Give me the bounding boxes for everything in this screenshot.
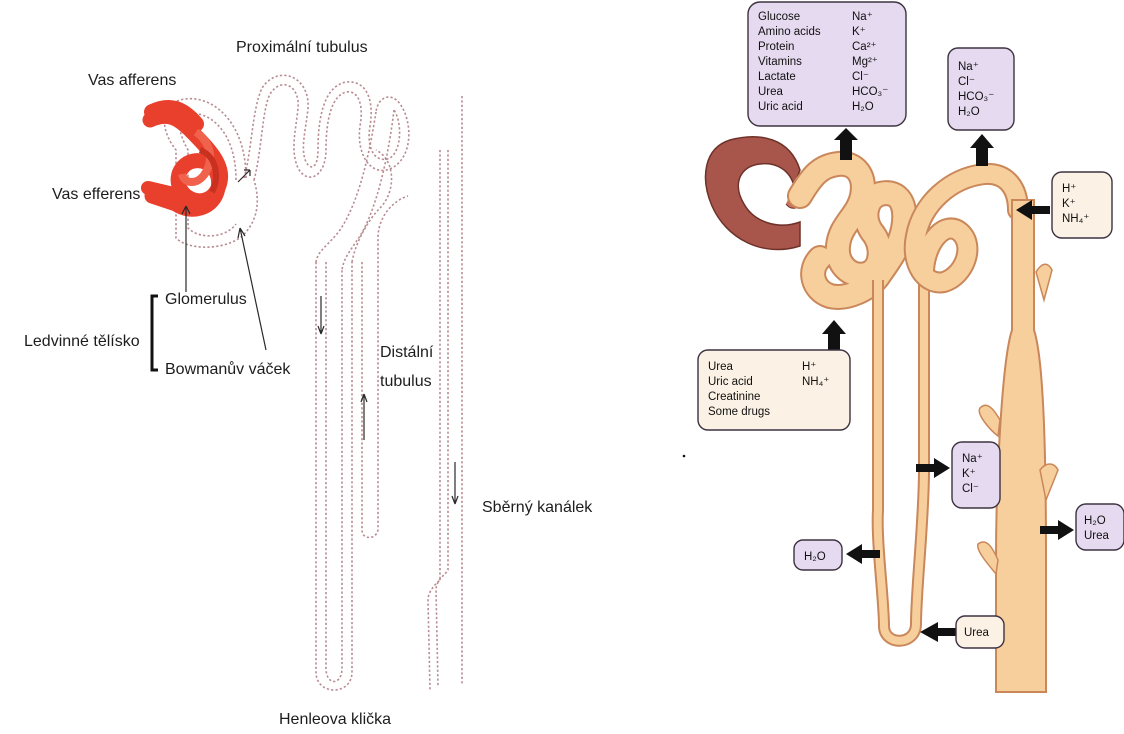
bowman-capsule [706, 137, 800, 250]
stray-dot [683, 455, 686, 458]
bd-3: H₂O [958, 106, 980, 118]
distal-tubule [352, 150, 392, 262]
bsr-2: NH₄⁺ [1062, 213, 1089, 225]
bsr-1: K⁺ [1062, 198, 1076, 210]
label-glomerulus: Glomerulus [165, 291, 247, 308]
proximal-to-henle [316, 112, 376, 262]
glomerulus-vessel [148, 108, 221, 209]
ba-0: Na⁺ [962, 453, 983, 465]
flow-arrow-capsule [238, 170, 250, 182]
flow-arrow-collecting [452, 462, 458, 504]
bp-c1-2: Protein [758, 41, 794, 53]
bp-c1-5: Urea [758, 86, 784, 98]
box-ascending-limb: Na⁺ K⁺ Cl⁻ [952, 442, 1000, 508]
bp-c2-5: HCO₃⁻ [852, 86, 888, 98]
bsl-c2-1: NH₄⁺ [802, 376, 829, 388]
box-loop-urea: Urea [956, 616, 1004, 648]
proximal-tubule-inner [244, 75, 400, 178]
bc-1: Urea [1084, 530, 1110, 542]
ba-1: K⁺ [962, 468, 976, 480]
bp-c2-4: Cl⁻ [852, 71, 869, 83]
box-proximal-reabsorption: Glucose Amino acids Protein Vitamins Lac… [748, 2, 906, 126]
label-vas-afferens: Vas afferens [88, 72, 176, 89]
proximal-tubule-outer [254, 85, 409, 180]
label-henle: Henleova klička [279, 711, 391, 728]
bsl-c1-0: Urea [708, 361, 734, 373]
bc-0: H₂O [1084, 515, 1106, 527]
bp-c1-4: Lactate [758, 71, 796, 83]
henle-descending-inner [326, 262, 342, 682]
box-descending-water: H₂O [794, 540, 842, 570]
bp-c2-0: Na⁺ [852, 11, 873, 23]
arrow-secretion-left [822, 320, 846, 350]
bp-c1-3: Vitamins [758, 56, 802, 68]
label-distal-1: Distální [380, 344, 434, 361]
label-corpuscle: Ledvinné tělísko [24, 333, 140, 350]
label-bowman: Bowmanův váček [165, 360, 291, 378]
bdw-0: H₂O [804, 551, 826, 563]
left-nephron-diagram: Proximální tubulus Vas afferens Vas effe… [24, 39, 593, 728]
label-collecting: Sběrný kanálek [482, 499, 593, 516]
corpuscle-bracket [152, 296, 158, 370]
bsl-c2-0: H⁺ [802, 361, 816, 373]
box-secretion-right: H⁺ K⁺ NH₄⁺ [1052, 172, 1112, 238]
label-vas-efferens: Vas efferens [52, 186, 140, 203]
label-proximal: Proximální tubulus [236, 39, 368, 56]
bp-c1-6: Uric acid [758, 101, 803, 113]
distal-tubule-2 [362, 196, 408, 538]
bp-c2-1: K⁺ [852, 26, 866, 38]
bsr-0: H⁺ [1062, 183, 1076, 195]
collecting-duct-left [428, 150, 440, 690]
bp-c1-1: Amino acids [758, 26, 821, 38]
bd-2: HCO₃⁻ [958, 91, 994, 103]
bp-c2-3: Mg²⁺ [852, 56, 878, 68]
ba-2: Cl⁻ [962, 483, 979, 495]
collecting-duct-mid [436, 150, 448, 686]
box-collecting-duct: H₂O Urea [1076, 504, 1124, 550]
bsl-c1-3: Some drugs [708, 406, 770, 418]
label-distal-2: tubulus [380, 373, 432, 390]
arrow-loop-urea [920, 622, 956, 642]
flow-arrow-descending [318, 296, 324, 334]
bd-0: Na⁺ [958, 61, 979, 73]
flow-arrow-bowman [238, 228, 266, 350]
bp-c2-6: H₂O [852, 101, 874, 113]
bp-c1-0: Glucose [758, 11, 800, 23]
proximal-to-henle-inner [342, 110, 394, 270]
arrow-distal-up [970, 134, 994, 166]
box-secretion-left: Urea Uric acid Creatinine Some drugs H⁺ … [698, 350, 850, 430]
bsl-c1-2: Creatinine [708, 391, 760, 403]
box-distal-reabsorption: Na⁺ Cl⁻ HCO₃⁻ H₂O [948, 48, 1014, 130]
bp-c2-2: Ca²⁺ [852, 41, 877, 53]
right-nephron-diagram: Glucose Amino acids Protein Vitamins Lac… [683, 2, 1124, 692]
bsl-c1-1: Uric acid [708, 376, 753, 388]
bd-1: Cl⁻ [958, 76, 975, 88]
blu-0: Urea [964, 627, 990, 639]
